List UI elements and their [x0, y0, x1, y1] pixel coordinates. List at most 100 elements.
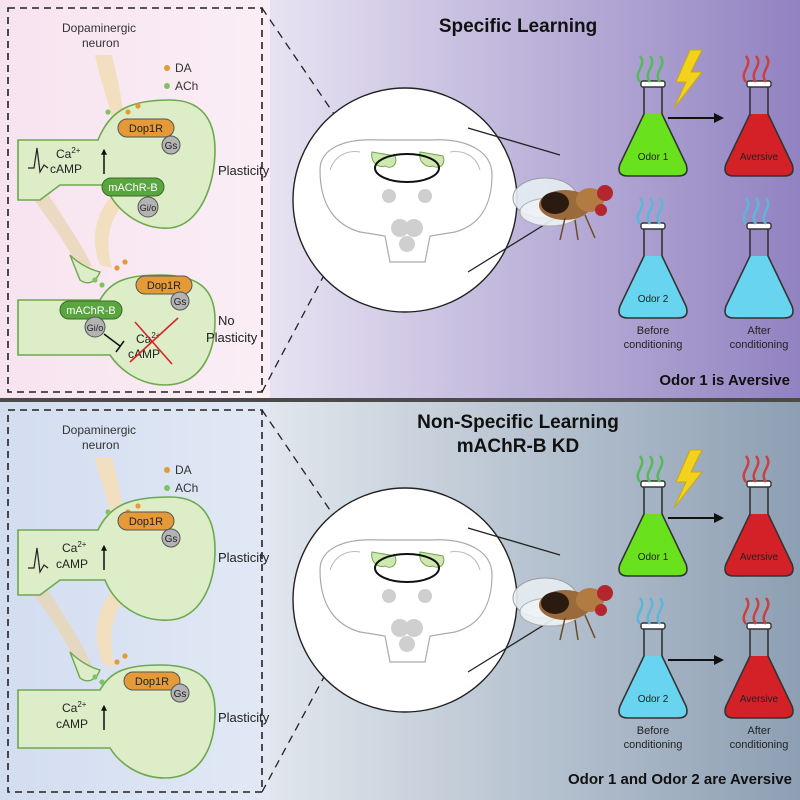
- bottom-ach-vesicle: [99, 679, 105, 685]
- bottom-zoom-box: [7, 409, 263, 793]
- bottom-lower-kc: [17, 664, 216, 779]
- top-legend-ach: ACh: [175, 79, 198, 93]
- top-fly-icon: [512, 177, 613, 241]
- top-upper-gio-label: Gi/o: [140, 203, 157, 213]
- top-lower-outcome-2: Plasticity: [206, 330, 258, 345]
- bottom-before-label-1: Before: [637, 725, 669, 737]
- bottom-ach-terminal: [69, 651, 101, 682]
- top-before-label-1: Before: [637, 325, 669, 337]
- top-upper-gs: [161, 135, 181, 155]
- bottom-neuron-label-1: Dopaminergic: [62, 423, 136, 437]
- top-before-label-2: conditioning: [624, 339, 683, 351]
- top-da-axon-1: [95, 55, 124, 118]
- bottom-flask-odor1-label: Odor 1: [638, 552, 669, 563]
- bottom-brain-leader-upper: [467, 527, 561, 556]
- bottom-lower-outcome: Plasticity: [218, 710, 270, 725]
- top-upper-dop1r: [117, 118, 175, 138]
- top-lower-gs-label: Gs: [174, 297, 187, 308]
- bottom-flask-odor1: [618, 480, 688, 577]
- top-zoom-line-lower: [261, 184, 373, 393]
- bottom-ach-vesicle: [92, 674, 98, 680]
- bottom-vapor-aversive-2: [742, 597, 770, 625]
- bottom-flask-aversive-1: [724, 480, 794, 577]
- bottom-upper-gs: [161, 528, 181, 548]
- bottom-legend-da-dot: [164, 467, 170, 473]
- top-title: Specific Learning: [439, 16, 597, 37]
- top-flask-aversive-label: Aversive: [740, 152, 779, 163]
- top-upper-machr: [101, 177, 165, 197]
- bottom-title-1: Non-Specific Learning: [417, 412, 619, 433]
- top-upper-gio: [137, 196, 159, 218]
- top-vapor-odor2-before: [636, 197, 664, 225]
- bottom-flask-aversive-1-label: Aversive: [740, 552, 779, 563]
- top-lower-gio-label: Gi/o: [87, 323, 104, 333]
- bottom-da-vesicle: [114, 659, 120, 665]
- top-lower-cross-1: [129, 317, 179, 363]
- bottom-ach-vesicle: [105, 509, 111, 515]
- top-after-label-2: conditioning: [730, 339, 789, 351]
- bottom-lower-ca: Ca2+: [62, 700, 87, 715]
- top-legend-ach-dot: [164, 83, 170, 89]
- bottom-flask-odor2-label: Odor 2: [638, 694, 669, 705]
- bottom-upper-dop1r-label: Dop1R: [129, 516, 163, 528]
- top-upper-machr-label: mAChR-B: [108, 182, 158, 194]
- bottom-upper-camp: cAMP: [56, 557, 88, 571]
- top-da-vesicle: [122, 259, 128, 265]
- top-lightning-icon: [673, 49, 704, 109]
- bottom-da-vesicle: [135, 503, 141, 509]
- bottom-lightning-icon: [673, 449, 704, 509]
- top-upper-spike-icon: [28, 147, 49, 174]
- panel-divider: [0, 398, 800, 402]
- bottom-flask-aversive-2: [724, 622, 794, 719]
- top-legend-da-dot: [164, 65, 170, 71]
- top-after-label-1: After: [747, 325, 771, 337]
- bottom-lower-dop1r: [123, 671, 181, 691]
- top-da-vesicle: [135, 103, 141, 109]
- top-lower-gs: [170, 291, 190, 311]
- top-ach-terminal: [69, 254, 101, 284]
- top-lower-gio: [84, 316, 106, 338]
- top-lower-inhibit-line: [103, 333, 121, 347]
- bottom-after-label-2: conditioning: [730, 739, 789, 751]
- bottom-da-axon-1: [95, 457, 124, 518]
- top-neuron-label-2: neuron: [82, 36, 119, 50]
- top-lower-outcome-1: No: [218, 313, 235, 328]
- bottom-vapor-odor1: [636, 455, 664, 483]
- bottom-upper-gs-label: Gs: [165, 534, 178, 545]
- top-upper-outcome: Plasticity: [218, 163, 270, 178]
- bottom-lower-dop1r-label: Dop1R: [135, 676, 169, 688]
- top-da-axon-2: [94, 195, 128, 268]
- top-upper-camp: cAMP: [50, 162, 82, 176]
- top-ach-vesicle: [99, 282, 105, 288]
- bottom-legend-da: DA: [175, 463, 192, 477]
- bottom-vapor-aversive-1: [742, 455, 770, 483]
- top-flask-odor1: [618, 80, 688, 177]
- bottom-zoom-line-upper: [261, 409, 373, 573]
- top-da-axon-3: [30, 190, 92, 270]
- top-lower-machr-label: mAChR-B: [66, 305, 116, 317]
- top-flask-odor1-label: Odor 1: [638, 152, 669, 163]
- top-upper-dop1r-label: Dop1R: [129, 123, 163, 135]
- top-da-vesicle: [125, 109, 131, 115]
- bottom-zoom-line-lower: [261, 587, 373, 793]
- bottom-lower-gs-label: Gs: [174, 689, 187, 700]
- bottom-brain-icon: [319, 539, 493, 663]
- bottom-panel: Dopaminergic neuron DA ACh Dop1R Gs Ca2+…: [0, 402, 800, 800]
- top-zoom-line-upper: [261, 7, 373, 171]
- top-zoom-box: [7, 7, 263, 393]
- bottom-legend-ach: ACh: [175, 481, 198, 495]
- top-lower-cross-2: [134, 321, 173, 365]
- bottom-fly-icon: [512, 577, 613, 641]
- top-conclusion: Odor 1 is Aversive: [659, 372, 790, 389]
- bottom-lower-camp: cAMP: [56, 717, 88, 731]
- bottom-upper-outcome: Plasticity: [218, 550, 270, 565]
- bottom-title-2: mAChR-B KD: [457, 436, 579, 457]
- top-legend-da: DA: [175, 61, 192, 75]
- bottom-neuron-label-2: neuron: [82, 438, 119, 452]
- top-ach-vesicle: [92, 277, 98, 283]
- top-da-vesicle: [114, 265, 120, 271]
- top-brain-icon: [319, 139, 493, 263]
- bottom-conclusion: Odor 1 and Odor 2 are Aversive: [568, 771, 792, 788]
- top-flask-aversive: [724, 80, 794, 177]
